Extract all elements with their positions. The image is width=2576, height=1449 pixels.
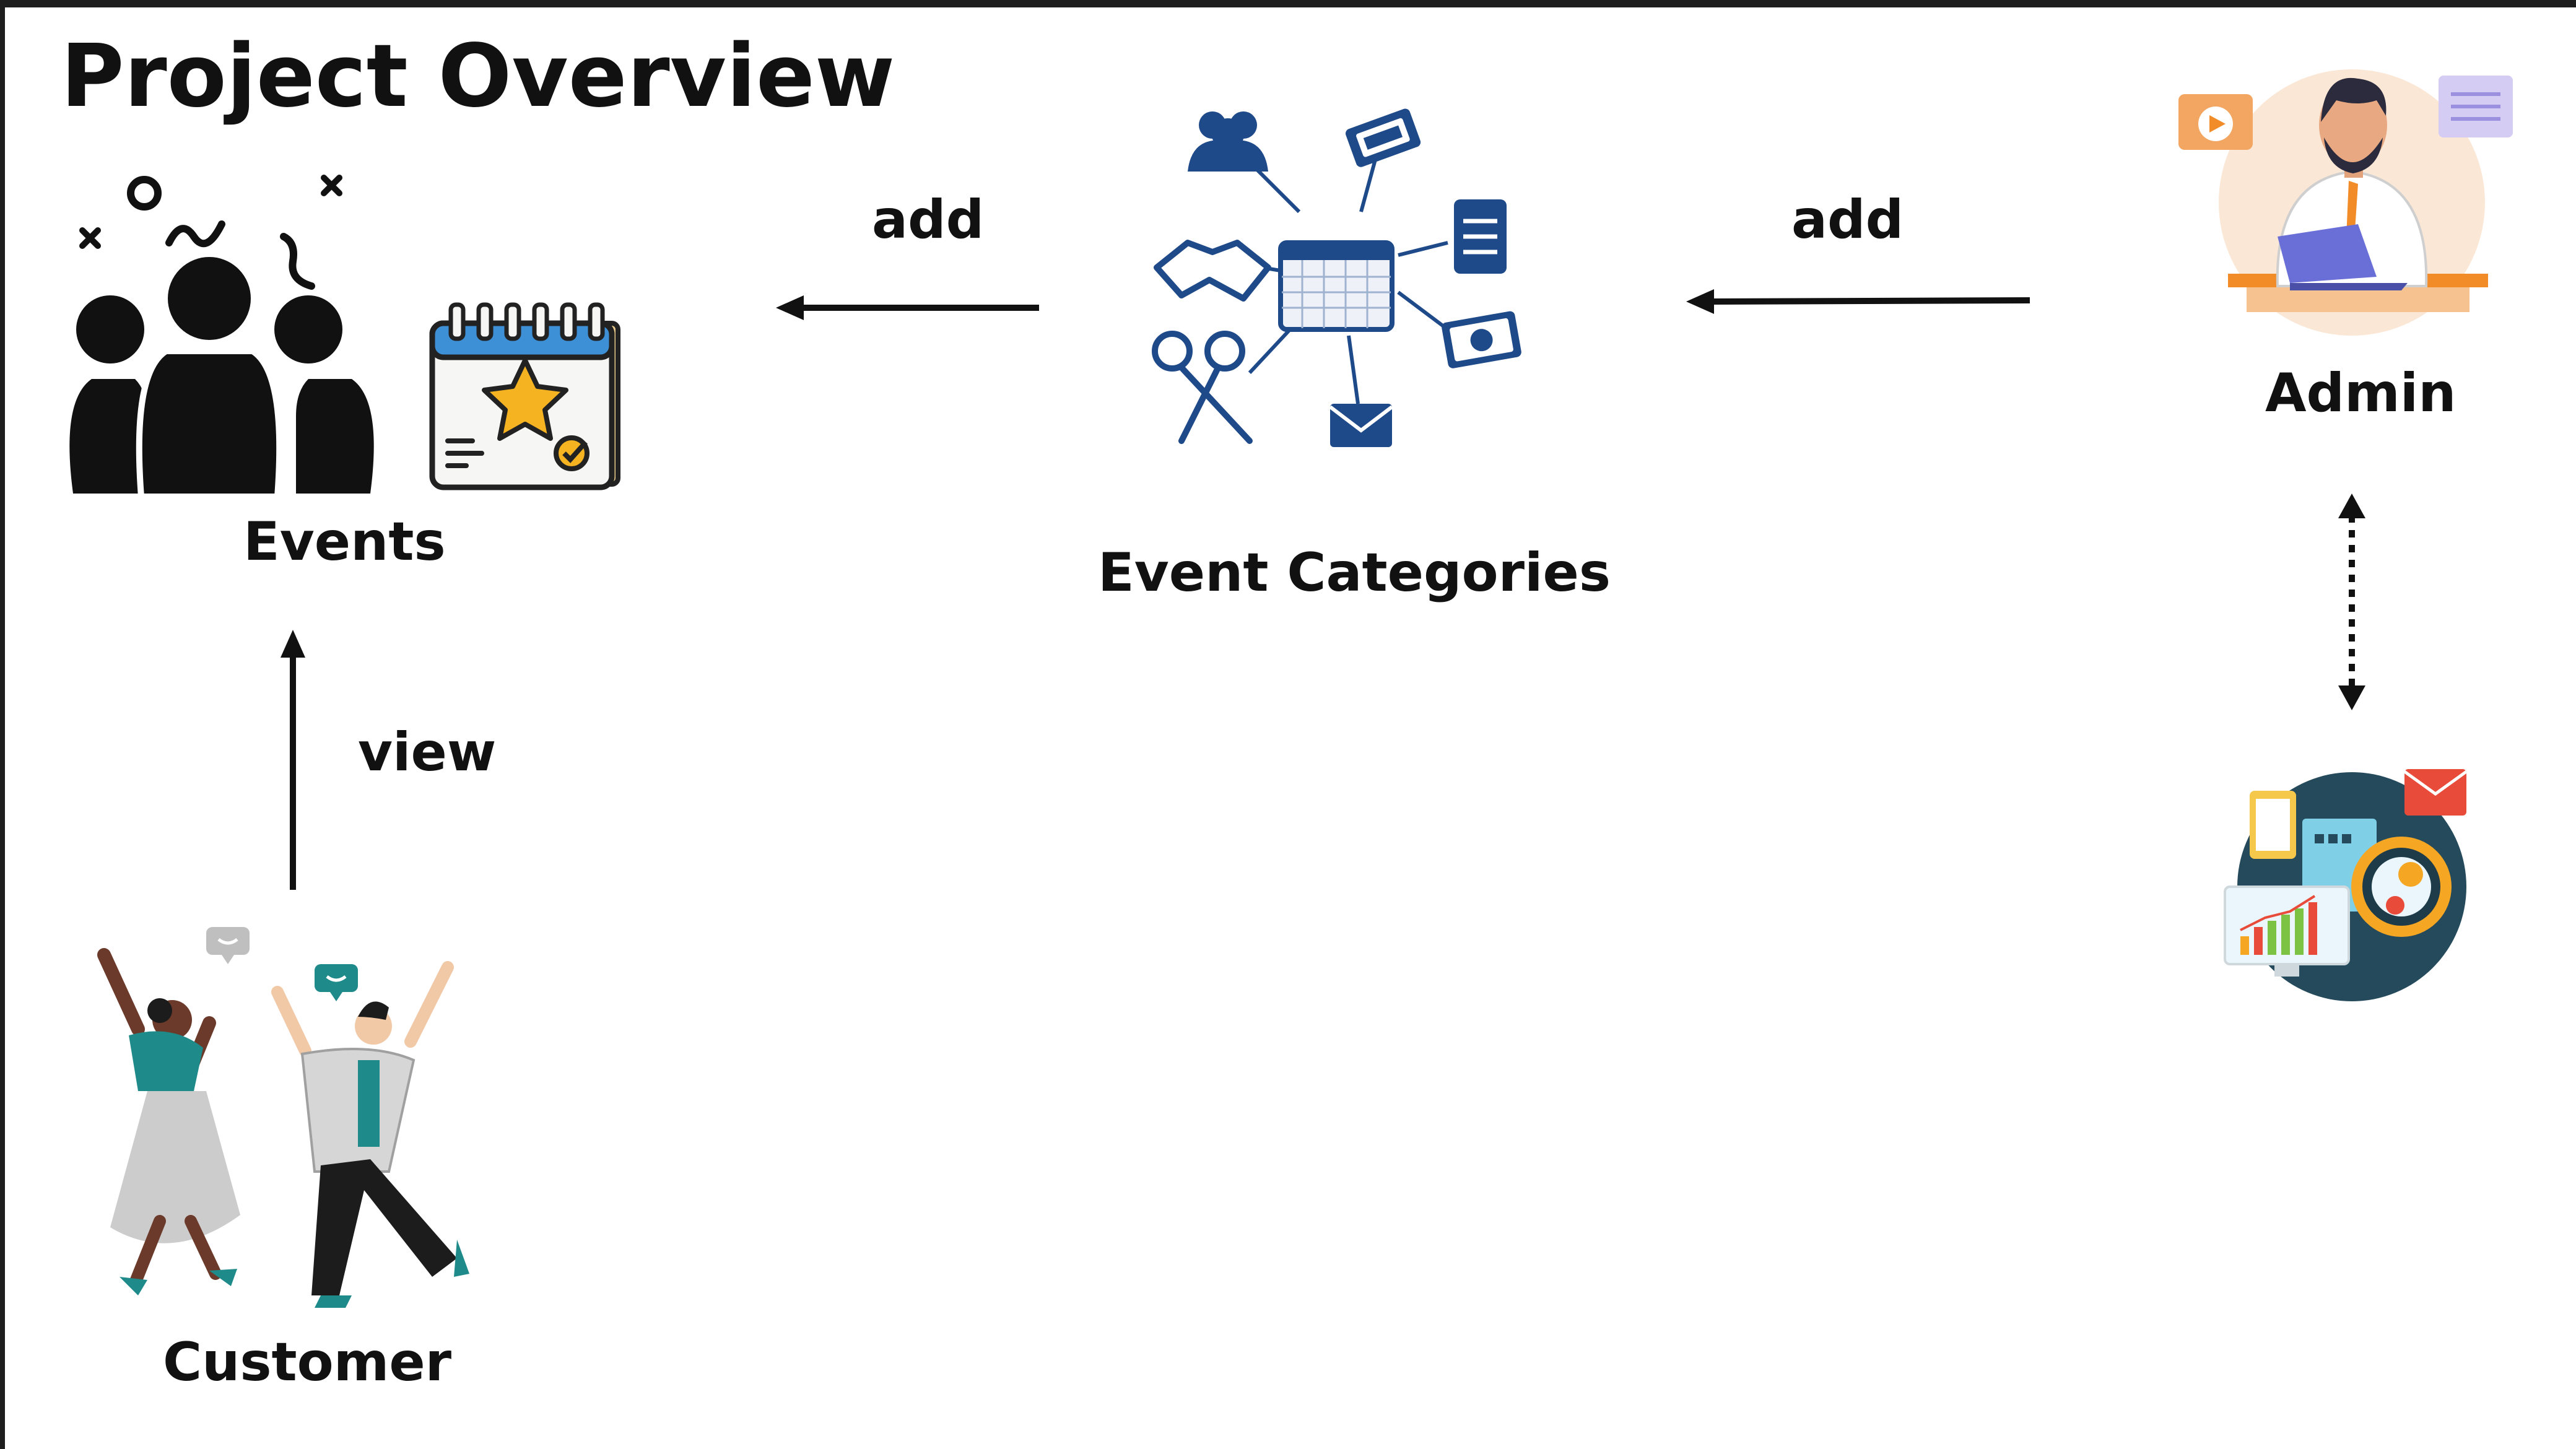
admin-person-icon	[2178, 69, 2513, 336]
event-categories-hub-icon	[1152, 108, 1521, 447]
calendar-star-icon	[429, 302, 620, 490]
event-categories-label: Event Categories	[1098, 542, 1611, 604]
admin-label: Admin	[2265, 362, 2456, 424]
edge-label-add-categories: add	[1791, 189, 1904, 251]
edge-label-add-events: add	[872, 189, 985, 251]
events-label: Events	[243, 511, 446, 573]
dashboard-analytics-icon	[2224, 769, 2468, 1001]
customer-label: Customer	[163, 1331, 452, 1393]
arrow-admin-to-categories	[1686, 289, 2030, 314]
page-title: Project Overview	[61, 26, 895, 127]
arrow-categories-to-events	[776, 295, 1039, 320]
arrow-customer-to-events	[281, 630, 305, 890]
dancing-people-icon	[97, 927, 469, 1308]
group-icon	[69, 175, 374, 500]
edge-label-view: view	[358, 721, 497, 783]
dotted-arrow-admin-dashboard	[2338, 494, 2365, 710]
